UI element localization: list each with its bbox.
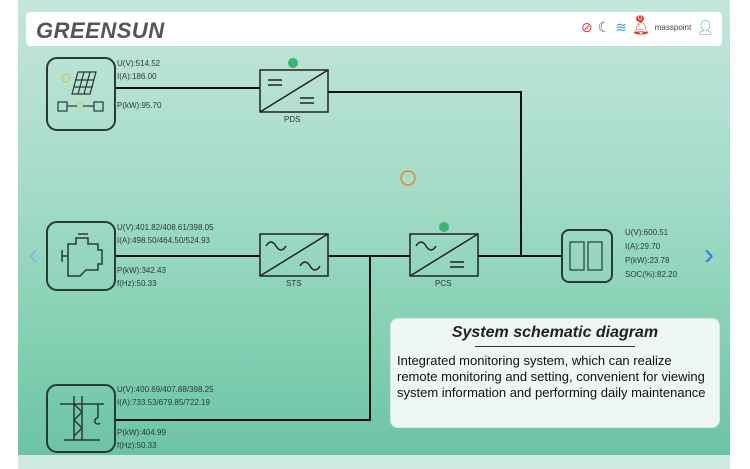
pcs-status-icon: [439, 222, 449, 232]
line-pds-bus: [328, 91, 522, 256]
generator-power: P(kW):342.43: [117, 266, 166, 275]
line-grid-bus: [115, 256, 371, 421]
card-divider: [475, 346, 635, 347]
crane-icon: [60, 396, 104, 441]
battery-soc: SOC(%):82.20: [625, 270, 678, 279]
pds-label: PDS: [284, 115, 301, 124]
battery-box: [561, 229, 613, 283]
grid-box: [46, 384, 116, 453]
cursor-indicator: [400, 170, 416, 186]
grid-voltage: U(V):400.69/407.88/398.25: [117, 385, 214, 394]
generator-frequency: f(Hz):50.33: [117, 279, 157, 288]
info-card: System schematic diagram Integrated moni…: [390, 318, 720, 428]
card-body: Integrated monitoring system, which can …: [397, 353, 706, 400]
sts-label: STS: [286, 279, 302, 288]
generator-voltage: U(V):401.82/408.61/398.05: [117, 223, 214, 232]
pds-status-icon: [288, 58, 298, 68]
pcs-label: PCS: [435, 279, 452, 288]
no-fan-icon[interactable]: ⊘: [580, 19, 593, 35]
battery-current: I(A):29.70: [625, 242, 661, 251]
battery-icon: [569, 241, 603, 271]
solar-panel-icon: [57, 71, 104, 112]
pv-power: P(kW):95.70: [117, 101, 162, 110]
username[interactable]: masspoint: [654, 23, 692, 32]
brand-logo: GREENSUN: [36, 18, 165, 43]
card-title: System schematic diagram: [451, 324, 659, 341]
battery-power: P(kW):23.78: [625, 256, 670, 265]
pcs-converter: [409, 233, 479, 277]
grid-frequency: f(Hz):50.33: [117, 441, 157, 450]
next-arrow-icon[interactable]: ›: [704, 238, 714, 271]
pv-box: [46, 57, 116, 131]
bottom-strip: [18, 455, 730, 469]
pv-current: I(A):186.00: [117, 72, 157, 81]
moon-icon[interactable]: ☾: [597, 19, 611, 35]
battery-voltage: U(V):600.51: [625, 228, 669, 237]
wifi-icon[interactable]: ≋: [615, 19, 627, 35]
user-icon[interactable]: 👤︎: [696, 19, 714, 35]
pds-converter: [259, 69, 329, 113]
engine-icon: [61, 233, 103, 277]
generator-box: [46, 221, 116, 291]
generator-current: I(A):498.50/464.50/524.93: [117, 236, 210, 245]
previous-arrow-icon[interactable]: ‹: [28, 238, 38, 271]
grid-current: I(A):733.53/679.85/722.19: [117, 398, 210, 407]
pv-voltage: U(V):514.52: [117, 59, 161, 68]
header-bar: GREENSUN ⊘ ☾ ≋ 🔔︎0 masspoint 👤︎: [26, 12, 722, 46]
sts-converter: [259, 233, 329, 277]
bell-icon[interactable]: 🔔︎0: [631, 15, 650, 35]
notification-badge: 0: [635, 15, 644, 22]
grid-power: P(kW):404.99: [117, 428, 166, 437]
